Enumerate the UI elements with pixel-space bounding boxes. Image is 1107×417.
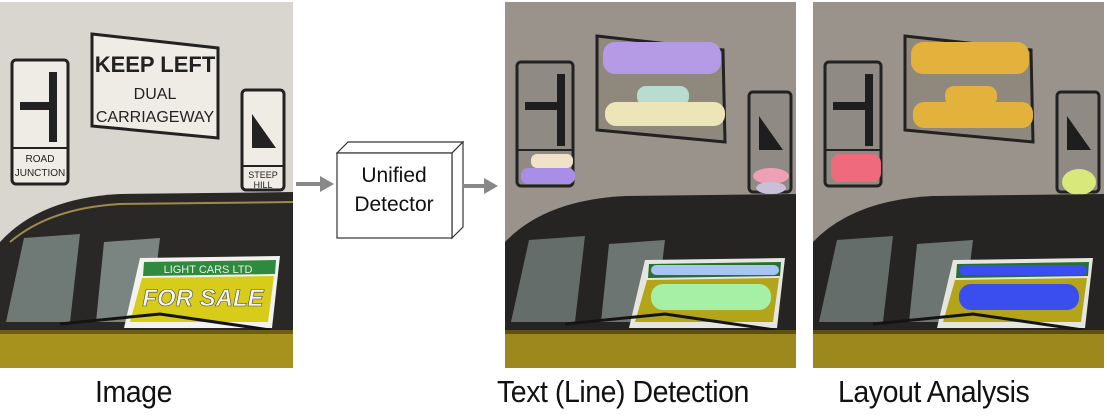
detector-label: Unified Detector xyxy=(336,161,452,219)
arrow-right-icon xyxy=(462,178,498,194)
text-line-detection-panel xyxy=(505,2,796,368)
layout-analysis-output-image xyxy=(813,2,1104,368)
arrow-right-icon xyxy=(296,176,334,192)
caption-text-line-detection: Text (Line) Detection xyxy=(497,374,749,409)
svg-text:FOR SALE: FOR SALE xyxy=(142,285,264,312)
caption-image: Image xyxy=(95,374,172,409)
svg-text:LIGHT CARS LTD: LIGHT CARS LTD xyxy=(164,264,253,276)
unified-detector-box xyxy=(336,141,464,239)
svg-text:JUNCTION: JUNCTION xyxy=(15,168,66,179)
input-image-panel: ROAD JUNCTION KEEP LEFT DUAL CARRIAGEWAY… xyxy=(0,2,293,368)
svg-text:CARRIAGEWAY: CARRIAGEWAY xyxy=(96,109,215,126)
svg-text:ROAD: ROAD xyxy=(26,154,55,165)
layout-analysis-panel xyxy=(813,2,1104,368)
svg-text:HILL: HILL xyxy=(253,180,272,190)
detector-label-line2: Detector xyxy=(354,193,434,216)
caption-layout-analysis: Layout Analysis xyxy=(838,374,1030,409)
svg-text:STEEP: STEEP xyxy=(248,170,278,180)
svg-text:KEEP LEFT: KEEP LEFT xyxy=(95,52,216,77)
detector-label-line1: Unified xyxy=(361,164,427,187)
street-scene-image: ROAD JUNCTION KEEP LEFT DUAL CARRIAGEWAY… xyxy=(0,2,293,368)
line-detection-output-image xyxy=(505,2,796,368)
svg-text:DUAL: DUAL xyxy=(134,86,177,103)
